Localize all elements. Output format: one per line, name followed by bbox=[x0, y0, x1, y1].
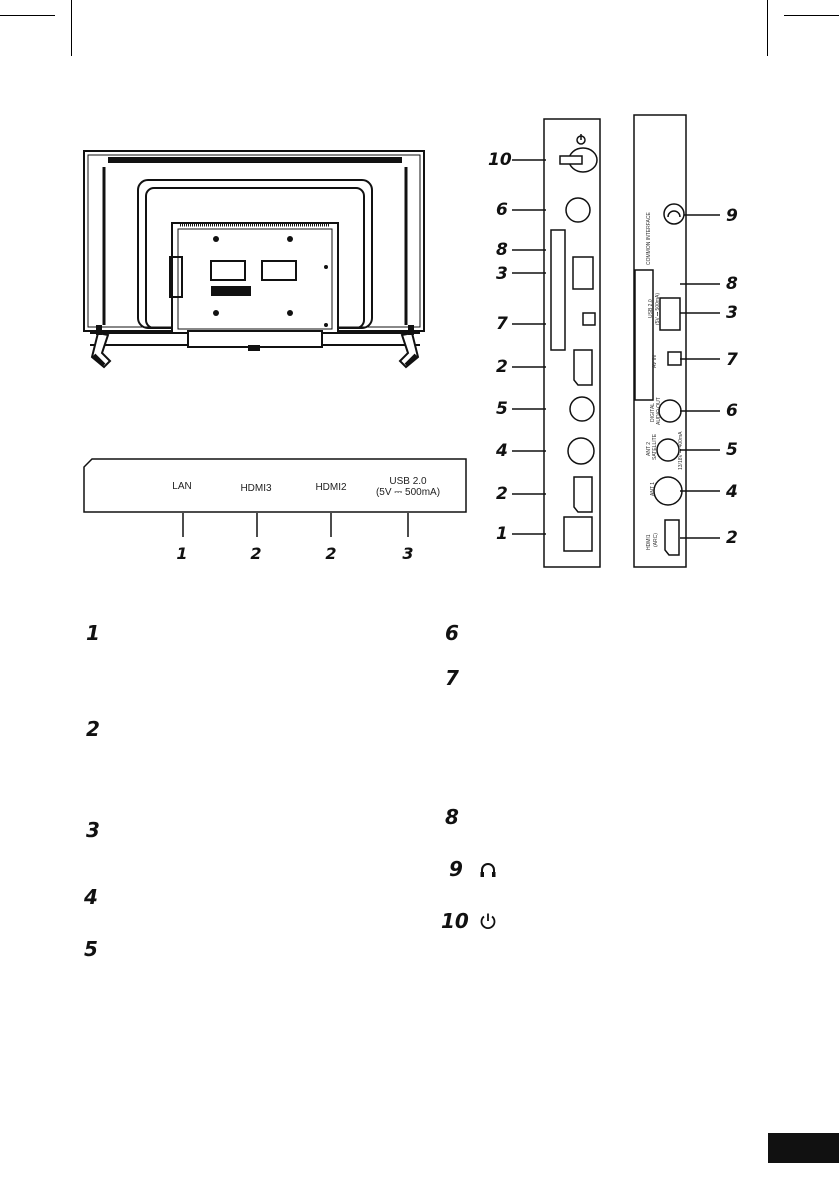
crop-mark bbox=[71, 0, 72, 56]
key-number: 9 bbox=[449, 857, 463, 881]
panel-a-number: 8 bbox=[496, 240, 508, 260]
panel-b-number: 3 bbox=[726, 303, 738, 323]
bottom-connector-strip: LAN HDMI3 HDMI2 USB 2.0 (5V ⎓ 500mA) 1 2… bbox=[83, 458, 467, 563]
panel-b-label-usb: USB 2.0 bbox=[648, 299, 654, 318]
strip-label-lan: LAN bbox=[172, 481, 191, 492]
panel-b-number: 4 bbox=[726, 482, 738, 502]
strip-label-usb-rating: (5V ⎓ 500mA) bbox=[376, 487, 440, 498]
key-number: 7 bbox=[445, 666, 459, 690]
crop-mark bbox=[0, 15, 55, 16]
strip-label-hdmi3: HDMI3 bbox=[240, 483, 272, 494]
strip-label-hdmi2: HDMI2 bbox=[315, 482, 347, 493]
panel-b-number: 8 bbox=[726, 274, 738, 294]
key-number: 1 bbox=[86, 621, 100, 645]
panel-a-number: 2 bbox=[496, 484, 508, 504]
page-tab bbox=[768, 1133, 839, 1163]
key-number: 2 bbox=[86, 717, 100, 741]
panel-b-label-hdmi1: HDMI1 bbox=[646, 534, 652, 550]
tv-rear-illustration bbox=[83, 150, 425, 369]
key-number: 8 bbox=[445, 805, 459, 829]
panel-a-number: 2 bbox=[496, 357, 508, 377]
callout-lines-b bbox=[680, 214, 720, 539]
strip-number: 3 bbox=[402, 544, 413, 563]
panel-b-number: 2 bbox=[726, 528, 738, 548]
panel-a-number: 5 bbox=[496, 399, 508, 419]
side-panel-a bbox=[543, 118, 601, 568]
panel-b-number: 7 bbox=[726, 350, 738, 370]
key-number: 4 bbox=[84, 885, 98, 909]
key-number: 10 bbox=[441, 909, 469, 933]
panel-b-label-ant1: ANT 1 bbox=[650, 482, 656, 496]
panel-b-label-ant2: ANT 2 bbox=[646, 442, 652, 456]
panel-b-number: 9 bbox=[726, 206, 738, 226]
strip-number: 2 bbox=[325, 544, 336, 563]
panel-a-number: 6 bbox=[496, 200, 508, 220]
panel-b-label-usb-rating: (5V ⎓ 500mA) bbox=[655, 293, 661, 325]
key-number: 5 bbox=[84, 937, 98, 961]
panel-a-number: 10 bbox=[488, 150, 512, 170]
panel-b-number: 6 bbox=[726, 401, 738, 421]
panel-a-number: 1 bbox=[496, 524, 508, 544]
strip-label-usb: USB 2.0 bbox=[389, 476, 427, 487]
crop-mark bbox=[767, 0, 768, 56]
panel-b-label-arc: (ARC) bbox=[653, 533, 659, 547]
panel-b-label-digital: DIGITAL bbox=[650, 403, 656, 422]
strip-number: 1 bbox=[176, 544, 187, 563]
panel-a-number: 3 bbox=[496, 264, 508, 284]
panel-b-label-avin: AV IN bbox=[652, 355, 658, 368]
power-icon bbox=[480, 913, 496, 930]
panel-a-number: 4 bbox=[496, 441, 508, 461]
strip-number: 2 bbox=[250, 544, 261, 563]
panel-b-label-ci: COMMON INTERFACE bbox=[646, 212, 652, 265]
headphones-icon bbox=[480, 863, 496, 877]
panel-b-label-satellite: SATELLITE bbox=[652, 433, 658, 460]
callout-lines-a bbox=[512, 159, 546, 535]
crop-mark bbox=[784, 15, 839, 16]
key-number: 3 bbox=[86, 818, 100, 842]
panel-a-number: 7 bbox=[496, 314, 508, 334]
key-number: 6 bbox=[445, 621, 459, 645]
panel-b-label-audio-out: AUDIO OUT bbox=[656, 397, 662, 425]
side-panel-b: COMMON INTERFACE USB 2.0 (5V ⎓ 500mA) AV… bbox=[633, 114, 687, 568]
panel-b-number: 5 bbox=[726, 440, 738, 460]
